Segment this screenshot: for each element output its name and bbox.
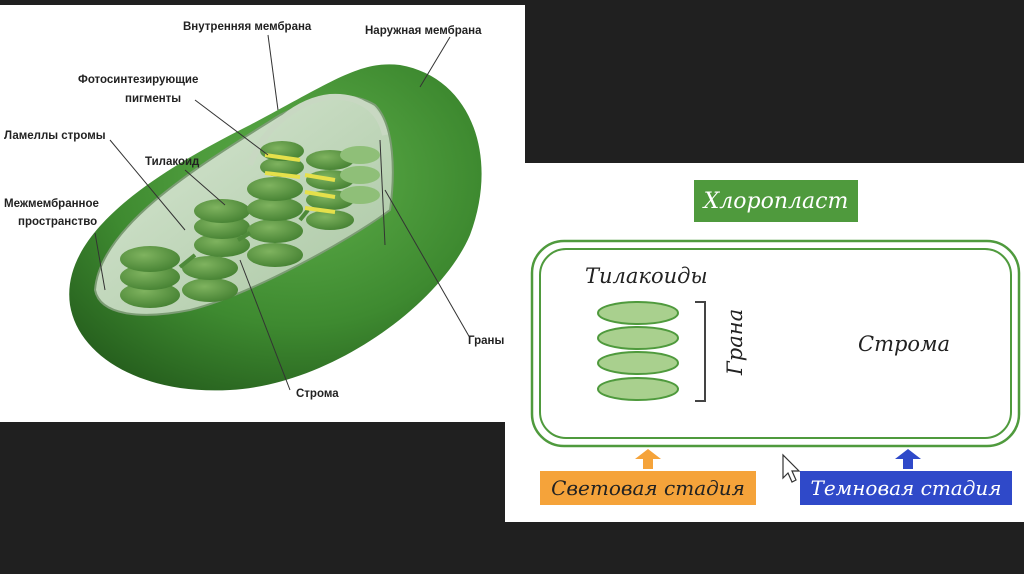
chloroplast-illustration: Внутренняя мембрана Наружная мембрана Фо… (4, 21, 504, 400)
granum (182, 256, 238, 302)
stroma-label-schema: Строма (858, 332, 950, 356)
label-thylakoid: Тилакоид (145, 156, 200, 168)
light-stage-label: Световая стадия (551, 476, 745, 500)
inner-membrane-rim (247, 93, 388, 167)
label-stroma: Строма (296, 388, 339, 400)
granum (247, 177, 303, 267)
label-pigments-line2: пигменты (125, 93, 181, 105)
grana-label: Грана (723, 308, 747, 376)
grana-bracket (695, 301, 706, 402)
granum (194, 199, 250, 257)
label-inner-membrane: Внутренняя мембрана (183, 21, 312, 33)
leader-lines (94, 34, 471, 391)
inner-membrane-rect (539, 248, 1012, 439)
dark-stage-arrow-icon (895, 449, 921, 469)
label-grana: Граны (468, 335, 504, 347)
granum (340, 146, 380, 204)
thylakoids-label: Тилакоиды (585, 264, 708, 288)
label-intermembrane-line2: пространство (18, 216, 97, 228)
light-stage-arrow-icon (635, 449, 661, 469)
outer-membrane-rect (530, 239, 1021, 448)
chloroplast-schema (530, 180, 1021, 505)
mouse-cursor-icon (782, 453, 801, 483)
granum (120, 246, 180, 308)
label-intermembrane-line1: Межмембранное (4, 198, 99, 210)
grana-stacks (120, 141, 380, 308)
dark-stage-bg (800, 471, 1012, 505)
chloroplast-schema-panel (505, 163, 1024, 522)
thylakoid-stack (597, 301, 679, 401)
label-pigments-line1: Фотосинтезирующие (78, 74, 198, 86)
title-box-bg (694, 180, 858, 222)
light-stage-bg (540, 471, 756, 505)
label-stroma-lamellae: Ламеллы стромы (4, 130, 106, 142)
dark-stage-label: Темновая стадия (810, 476, 1002, 500)
chloroplast-illustration-panel: Внутренняя мембрана Наружная мембрана Фо… (0, 5, 525, 422)
label-outer-membrane: Наружная мембрана (365, 25, 482, 37)
chloroplast-title: Хлоропласт (703, 188, 849, 214)
